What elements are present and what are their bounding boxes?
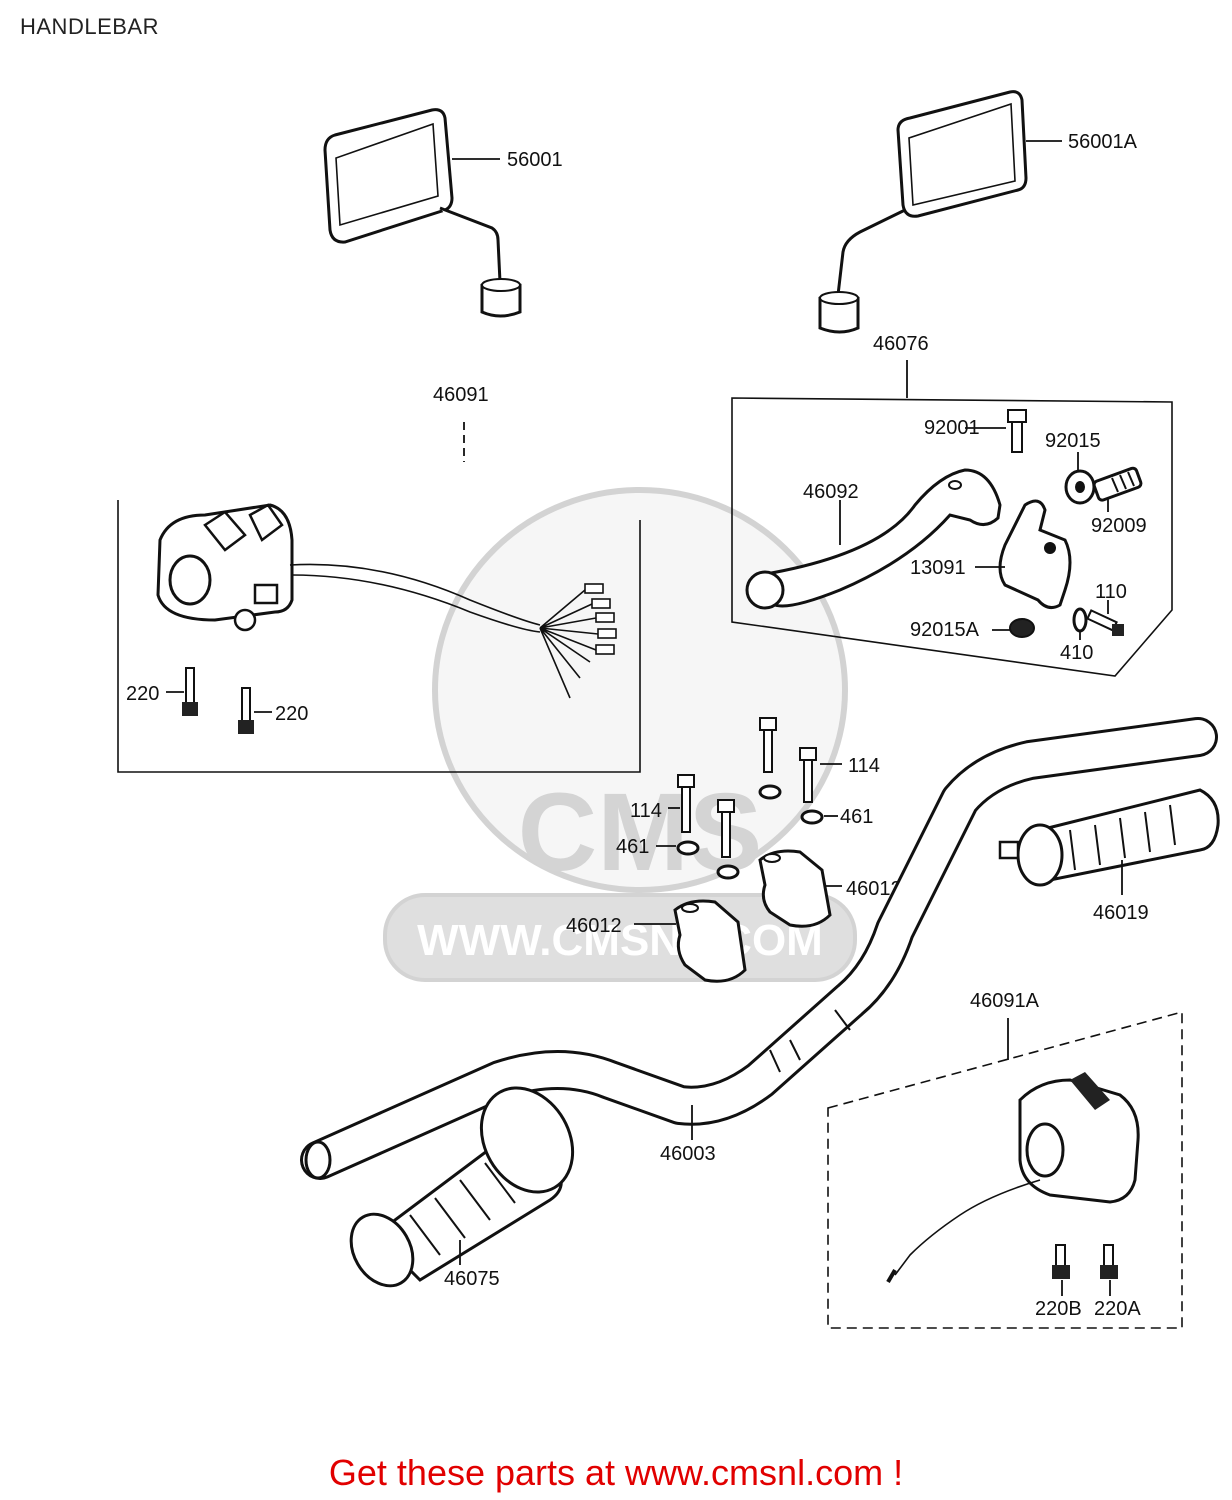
promo-link[interactable]: Get these parts at www.cmsnl.com !	[328, 1452, 904, 1493]
washer-410	[1072, 607, 1088, 633]
washer-461-b	[676, 840, 740, 880]
label-mirror-right: 56001A	[1068, 131, 1138, 153]
label-bolt-92001: 92001	[924, 417, 980, 439]
label-holder-46012-b: 46012	[566, 915, 622, 937]
holder-46012-b	[673, 899, 747, 983]
lever-assembly-outline	[731, 397, 1173, 677]
mirror-left	[323, 108, 522, 318]
label-bolt-114-a: 114	[848, 755, 880, 777]
label-adjuster-92009: 92009	[1091, 515, 1147, 537]
watermark-url: WWW.CMSNL.COM	[417, 916, 823, 965]
screw-220A	[1100, 1244, 1118, 1279]
label-washer-461-b: 461	[616, 836, 649, 858]
bracket-13091	[998, 499, 1072, 610]
label-handlebar-46003: 46003	[660, 1143, 716, 1165]
bolt-92001	[1007, 409, 1027, 453]
nut-92015A	[1009, 618, 1035, 638]
label-holder-46012-a: 46012	[846, 878, 902, 900]
handlebar-46003	[300, 717, 1218, 1180]
label-washer-461-a: 461	[840, 806, 873, 828]
nut-92015	[1064, 469, 1096, 505]
label-grip-46019: 46019	[1093, 902, 1149, 924]
label-nut-92015A: 92015A	[910, 619, 980, 641]
screw-220B	[1052, 1244, 1070, 1279]
lever-46092	[745, 468, 1002, 610]
label-bolt-110: 110	[1095, 581, 1127, 603]
screw-220-a	[182, 667, 198, 716]
label-bracket-13091: 13091	[910, 557, 966, 579]
screw-220-b	[238, 687, 254, 734]
label-screw-220B: 220B	[1035, 1298, 1082, 1320]
label-grip-46075: 46075	[444, 1268, 500, 1290]
bolt-110	[1086, 609, 1124, 636]
bolt-114-a	[759, 717, 817, 803]
label-screw-220A: 220A	[1094, 1298, 1141, 1320]
label-nut-92015: 92015	[1045, 430, 1101, 452]
switch-right-outline	[827, 1010, 1183, 1329]
label-lever-assembly: 46076	[873, 333, 929, 355]
grip-46019	[998, 788, 1220, 887]
adjuster-92009	[1092, 466, 1143, 502]
switch-left-outline	[117, 500, 641, 773]
label-lever-46092: 46092	[803, 481, 859, 503]
grip-46075	[349, 1086, 575, 1288]
label-switch-right: 46091A	[970, 990, 1040, 1012]
label-screw-220-a: 220	[126, 683, 159, 705]
switch-left-46091	[156, 503, 617, 699]
label-mirror-left: 56001	[507, 149, 563, 171]
switch-right-46091A	[886, 1072, 1140, 1284]
label-bolt-114-b: 114	[630, 800, 662, 822]
bolt-114-b	[677, 774, 735, 858]
label-washer-410: 410	[1060, 642, 1093, 664]
mirror-right	[818, 90, 1028, 334]
page-title: HANDLEBAR	[20, 14, 159, 39]
washer-461-a	[758, 784, 824, 825]
label-switch-left: 46091	[433, 384, 489, 406]
holder-46012-a	[758, 849, 832, 928]
label-screw-220-b: 220	[275, 703, 308, 725]
